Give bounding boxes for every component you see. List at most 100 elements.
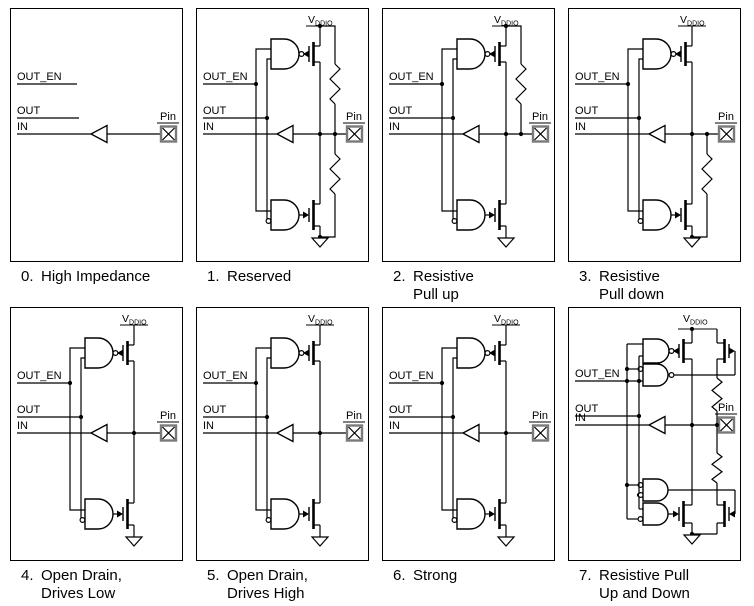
caption-text: Open Drain,Drives Low [41, 567, 122, 604]
svg-text:VDDIO: VDDIO [683, 313, 708, 327]
svg-text:IN: IN [575, 412, 586, 424]
svg-text:Pin: Pin [346, 410, 362, 422]
svg-text:OUT: OUT [17, 404, 41, 416]
caption-number: 4. [21, 567, 34, 584]
caption-number: 5. [207, 567, 220, 584]
svg-text:Pin: Pin [346, 111, 362, 123]
svg-text:IN: IN [17, 121, 28, 133]
svg-text:OUT_EN: OUT_EN [575, 368, 620, 380]
svg-text:Pin: Pin [160, 410, 176, 422]
caption-line2: Pull down [599, 286, 665, 304]
svg-text:OUT_EN: OUT_EN [203, 370, 248, 382]
caption-number: 0. [21, 268, 34, 285]
caption-line1: Reserved [227, 268, 292, 285]
caption-number: 7. [579, 567, 592, 584]
caption-text: High Impedance [41, 268, 150, 286]
caption-text: Open Drain,Drives High [227, 567, 308, 604]
caption-line2: Drives High [227, 585, 305, 603]
caption-6: 6. Strong [382, 561, 555, 606]
svg-text:Pin: Pin [718, 402, 734, 414]
svg-text:OUT: OUT [17, 105, 41, 117]
svg-text:Pin: Pin [532, 410, 548, 422]
svg-text:IN: IN [203, 420, 214, 432]
caption-5: 5. Open Drain,Drives High [196, 561, 369, 606]
circuit-drawing: OUT_EN OUT IN Pin [17, 71, 179, 144]
svg-text:OUT_EN: OUT_EN [575, 71, 620, 83]
caption-line1: Open Drain, [227, 567, 308, 584]
svg-text:OUT: OUT [575, 403, 599, 415]
caption-number: 6. [393, 567, 406, 584]
svg-text:IN: IN [17, 420, 28, 432]
svg-text:OUT_EN: OUT_EN [389, 370, 434, 382]
panel-0: OUT_EN OUT IN Pin 0. High Impedance [10, 8, 183, 307]
circuit-box-0: OUT_EN OUT IN Pin [10, 8, 183, 262]
svg-text:IN: IN [203, 121, 214, 133]
caption-number: 1. [207, 268, 220, 285]
caption-text: Strong [413, 567, 457, 585]
caption-line1: Resistive Pull [599, 567, 690, 584]
svg-text:IN: IN [389, 420, 400, 432]
svg-text:OUT: OUT [203, 105, 227, 117]
svg-text:OUT_EN: OUT_EN [389, 71, 434, 83]
svg-text:IN: IN [575, 121, 586, 133]
caption-line2: Drives Low [41, 585, 116, 603]
svg-text:OUT_EN: OUT_EN [17, 370, 62, 382]
svg-text:Pin: Pin [718, 111, 734, 123]
svg-text:OUT: OUT [203, 404, 227, 416]
caption-line1: Strong [413, 567, 458, 584]
caption-line1: High Impedance [41, 268, 151, 285]
svg-text:OUT_EN: OUT_EN [203, 71, 248, 83]
caption-line1: Resistive [413, 268, 474, 285]
svg-text:OUT: OUT [389, 105, 413, 117]
svg-text:Pin: Pin [532, 111, 548, 123]
caption-line2: Pull up [413, 286, 459, 304]
caption-text: Reserved [227, 268, 291, 286]
svg-text:IN: IN [389, 121, 400, 133]
svg-text:OUT_EN: OUT_EN [17, 71, 62, 83]
svg-text:Pin: Pin [160, 111, 176, 123]
caption-line1: Resistive [599, 268, 660, 285]
caption-number: 2. [393, 268, 406, 285]
caption-4: 4. Open Drain,Drives Low [10, 561, 183, 606]
circuit-svg-0: OUT_EN OUT IN Pin [17, 71, 179, 144]
svg-text:OUT: OUT [389, 404, 413, 416]
svg-text:OUT: OUT [575, 105, 599, 117]
caption-line2: Up and Down [599, 585, 690, 603]
caption-number: 3. [579, 268, 592, 285]
caption-0: 0. High Impedance [10, 262, 183, 307]
